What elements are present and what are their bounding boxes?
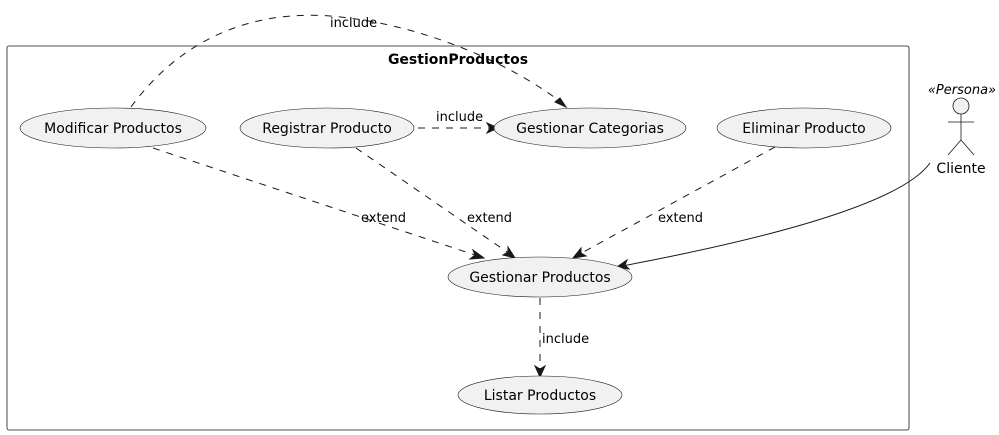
use-case-registrar-producto[interactable]: Registrar Producto — [239, 107, 415, 149]
relation-label-modificar-gestionar: extend — [361, 211, 406, 226]
relation-label-modificar-categorias: include — [330, 16, 377, 31]
actor-association-line — [621, 162, 931, 267]
relation-label-registrar-categorias: include — [436, 110, 483, 125]
relation-label-registrar-gestionar: extend — [467, 211, 512, 226]
relation-line-registrar-gestionar — [355, 147, 511, 255]
use-case-gestionar-categorias[interactable]: Gestionar Categorias — [493, 107, 687, 149]
use-case-label: Registrar Producto — [262, 121, 392, 137]
arrowhead-eliminar-gestionar — [571, 246, 588, 259]
actor-cliente[interactable]: «Persona» Cliente — [928, 83, 996, 177]
actor-name: Cliente — [936, 161, 985, 177]
actor-left-leg — [947, 139, 962, 156]
arrowhead-registrar-gestionar — [501, 245, 517, 259]
arrowhead-modificar-categorias — [554, 97, 568, 109]
system-boundary — [6, 45, 910, 431]
actor-right-leg — [960, 139, 975, 156]
use-case-label: Listar Productos — [484, 388, 596, 404]
use-case-modificar-productos[interactable]: Modificar Productos — [19, 107, 207, 149]
relation-line-modificar-gestionar — [152, 147, 479, 257]
actor-head — [952, 97, 970, 115]
arrowhead-gestionar-listar — [533, 364, 547, 379]
system-title: GestionProductos — [388, 52, 528, 68]
arrowhead-registrar-categorias — [485, 121, 500, 135]
relation-label-eliminar-gestionar: extend — [658, 211, 703, 226]
use-case-label: Modificar Productos — [44, 121, 182, 137]
use-case-label: Gestionar Productos — [469, 270, 610, 286]
use-case-label: Gestionar Categorias — [516, 121, 664, 137]
use-case-eliminar-producto[interactable]: Eliminar Producto — [716, 107, 892, 149]
actor-stereotype: «Persona» — [928, 83, 996, 98]
use-case-listar-productos[interactable]: Listar Productos — [457, 375, 623, 415]
relation-label-gestionar-listar: include — [542, 332, 589, 347]
relation-line-eliminar-gestionar — [577, 146, 776, 256]
arrowhead-modificar-gestionar — [468, 248, 486, 260]
use-case-label: Eliminar Producto — [742, 121, 866, 137]
use-case-gestionar-productos[interactable]: Gestionar Productos — [447, 256, 633, 298]
relation-line-modificar-categorias — [130, 14, 563, 108]
